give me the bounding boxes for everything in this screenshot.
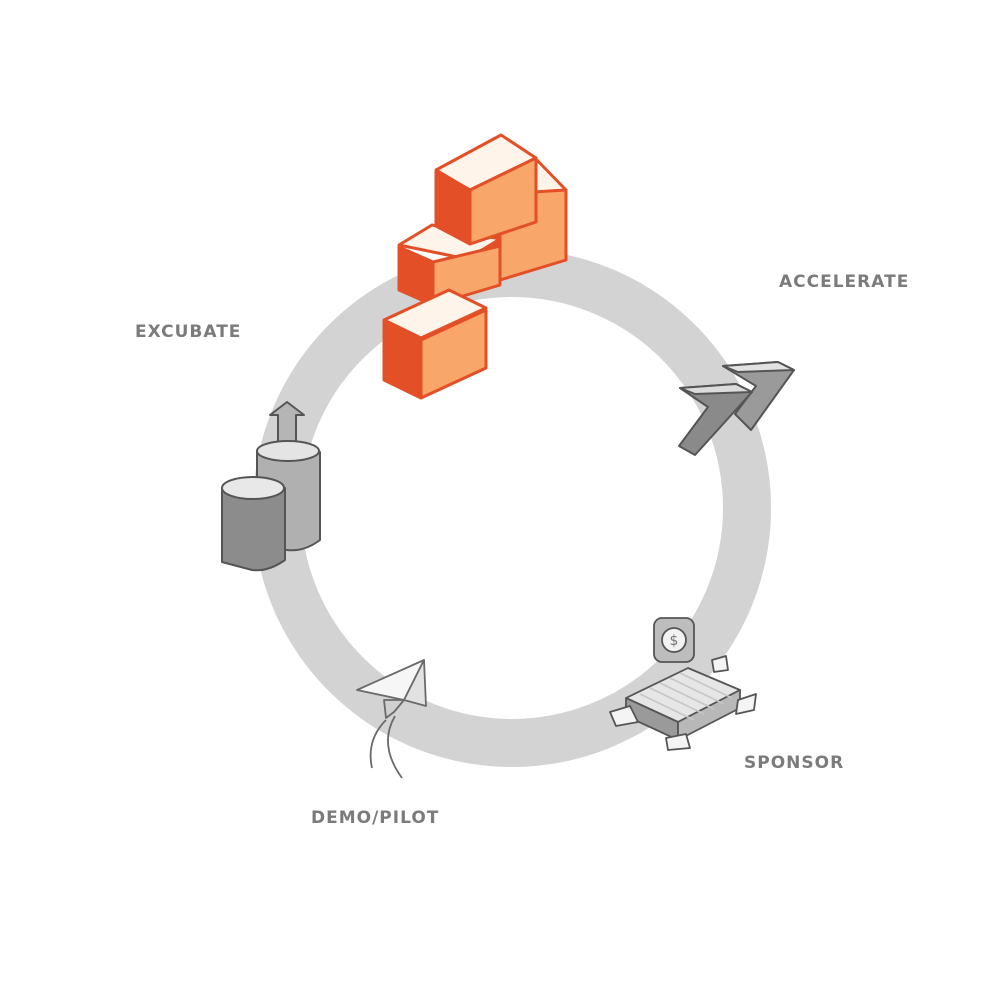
stage-label-excubate: EXCUBATE — [135, 322, 241, 342]
chevron-arrows-icon — [678, 361, 795, 456]
money-suitcase-icon: $ — [609, 617, 757, 751]
stage-label-demo-pilot: DEMO/PILOT — [311, 808, 439, 828]
svg-text:$: $ — [670, 633, 679, 649]
stage-label-sponsor: SPONSOR — [744, 753, 844, 773]
stacked-boxes-icon — [382, 133, 568, 400]
growth-bars-arrow-icon — [221, 401, 321, 572]
paper-plane-icon — [356, 659, 427, 779]
cycle-ring — [253, 249, 771, 767]
stage-label-accelerate: ACCELERATE — [779, 272, 909, 292]
